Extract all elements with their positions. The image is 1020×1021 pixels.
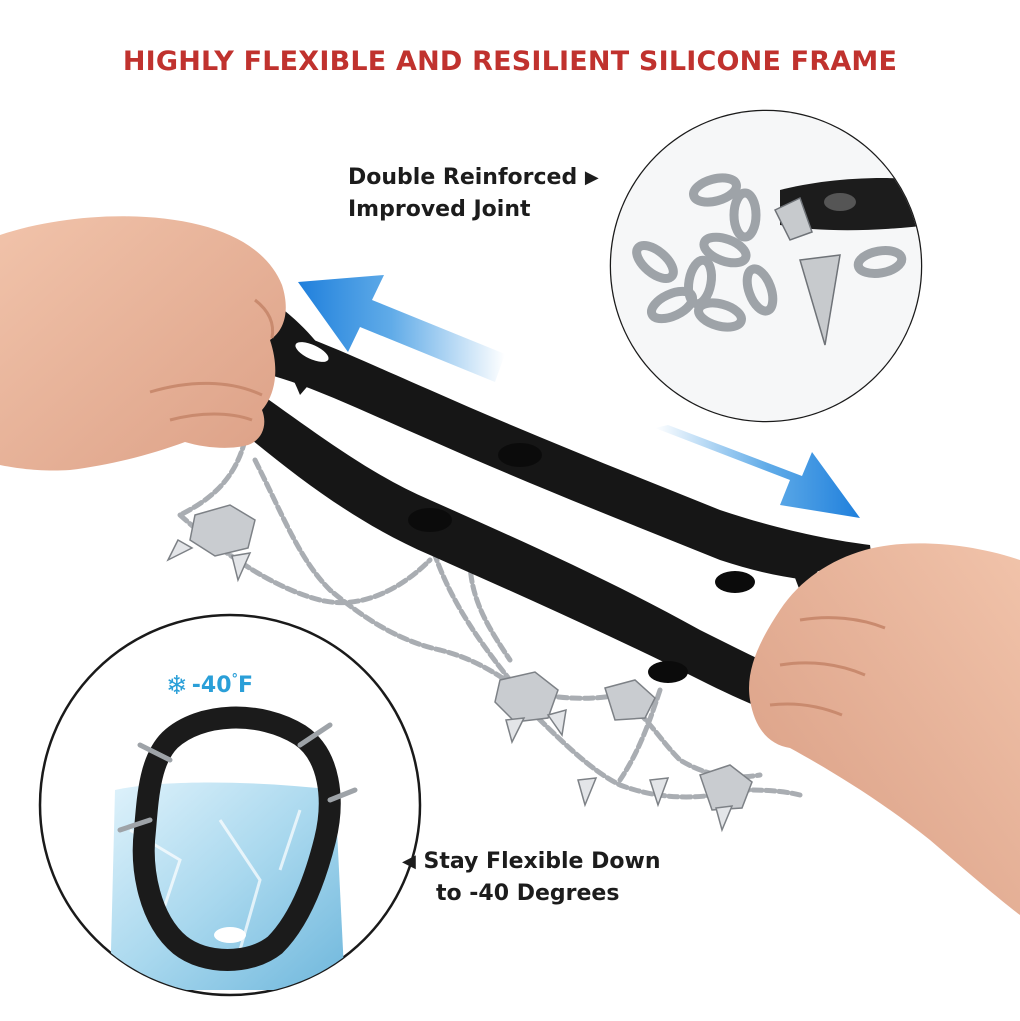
temperature-badge: ❄-40°F	[166, 671, 253, 701]
cold-detail-circle	[38, 613, 422, 997]
callout-joint: Double Reinforced ▶ Improved Joint	[348, 162, 599, 226]
stretch-arrow-right-icon	[655, 425, 860, 518]
callout-cold-line2: to -40 Degrees	[436, 881, 620, 906]
steel-spike-plates	[166, 504, 753, 833]
left-hand	[0, 216, 286, 471]
joint-detail-circle	[609, 109, 923, 423]
headline: HIGHLY FLEXIBLE AND RESILIENT SILICONE F…	[122, 46, 898, 77]
stretch-arrow-left-icon	[298, 275, 505, 382]
degree-symbol: °	[231, 672, 239, 687]
right-hand	[749, 543, 1020, 915]
callout-joint-line2: Improved Joint	[348, 197, 531, 222]
triangle-right-icon: ▶	[584, 167, 599, 188]
callout-cold-line1: Stay Flexible Down	[423, 849, 661, 874]
temperature-value: -40	[191, 673, 232, 698]
callout-cold: ◀ Stay Flexible Down to -40 Degrees	[402, 846, 661, 910]
triangle-left-icon: ◀	[402, 851, 416, 872]
callout-joint-line1: Double Reinforced	[348, 165, 578, 190]
temperature-unit: F	[238, 673, 254, 698]
snowflake-icon: ❄	[166, 671, 188, 701]
